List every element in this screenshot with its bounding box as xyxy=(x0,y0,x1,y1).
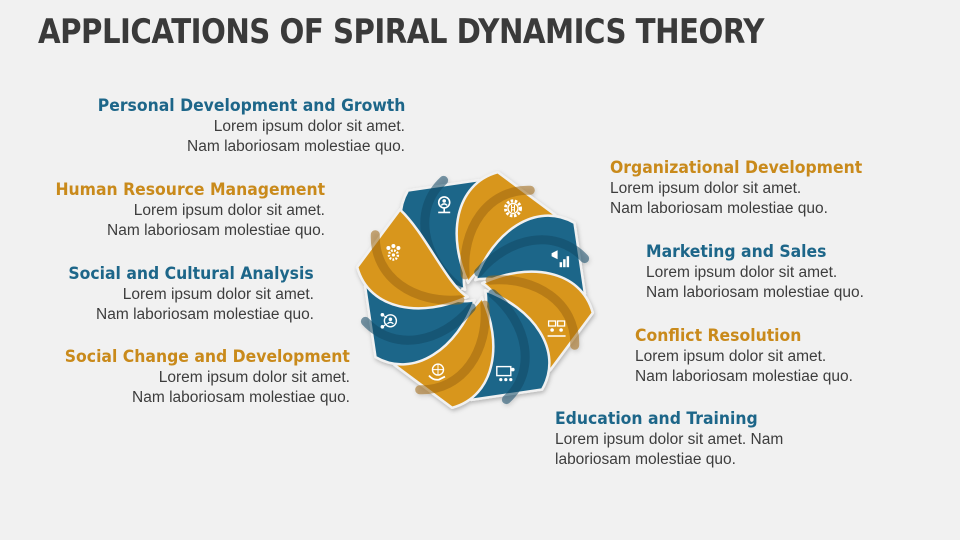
item-text-line: Lorem ipsum dolor sit amet. xyxy=(635,348,827,365)
item-text-line: Nam laboriosam molestiae quo. xyxy=(96,306,314,323)
item-text-line: laboriosam molestiae quo. xyxy=(555,451,736,468)
item-marketing-sales: Marketing and Sales Lorem ipsum dolor si… xyxy=(646,241,864,303)
item-text-line: Nam laboriosam molestiae quo. xyxy=(132,389,350,406)
item-social-change: Social Change and Development Lorem ipsu… xyxy=(40,346,350,408)
item-heading: Organizational Development xyxy=(610,158,863,178)
gear-ladder-icon xyxy=(504,199,522,218)
item-text-line: Lorem ipsum dolor sit amet. xyxy=(610,180,802,197)
spiral-blade-shade xyxy=(488,289,530,405)
item-organizational-development: Organizational Development Lorem ipsum d… xyxy=(610,157,884,219)
globe-hand-icon xyxy=(428,363,446,381)
item-heading: Conflict Resolution xyxy=(635,326,802,346)
spiral-blade-shade xyxy=(460,185,535,280)
spiral-blade-shade xyxy=(474,235,590,277)
item-text-line: Lorem ipsum dolor sit amet. xyxy=(213,118,405,135)
item-education-training: Education and Training Lorem ipsum dolor… xyxy=(555,408,783,470)
item-text-line: Lorem ipsum dolor sit amet. xyxy=(133,202,325,219)
item-heading: Social and Cultural Analysis xyxy=(68,264,314,284)
spiral-blade-shade xyxy=(415,300,490,395)
item-heading: Human Resource Management xyxy=(55,180,325,200)
item-text-line: Lorem ipsum dolor sit amet. xyxy=(158,369,350,386)
item-personal-development: Personal Development and Growth Lorem ip… xyxy=(71,95,405,157)
person-growth-icon xyxy=(437,196,451,214)
item-heading: Education and Training xyxy=(555,409,758,429)
spiral-blade-shade xyxy=(370,230,465,305)
item-conflict-resolution: Conflict Resolution Lorem ipsum dolor si… xyxy=(635,325,853,387)
classroom-icon xyxy=(496,365,515,382)
negotiation-icon xyxy=(547,320,566,337)
item-text-line: Nam laboriosam molestiae quo. xyxy=(187,138,405,155)
item-text-line: Lorem ipsum dolor sit amet. Nam xyxy=(555,431,784,448)
item-heading: Marketing and Sales xyxy=(646,242,827,262)
spiral-blade-shade xyxy=(360,303,476,345)
item-text-line: Nam laboriosam molestiae quo. xyxy=(107,222,325,239)
spiral-diagram xyxy=(355,170,595,410)
spiral-blade-8 xyxy=(355,208,469,310)
social-network-icon xyxy=(380,313,398,329)
item-text-line: Nam laboriosam molestiae quo. xyxy=(635,368,853,385)
item-heading: Personal Development and Growth xyxy=(97,96,405,116)
hr-team-icon xyxy=(386,244,401,261)
item-social-cultural: Social and Cultural Analysis Lorem ipsum… xyxy=(47,263,314,325)
item-human-resource: Human Resource Management Lorem ipsum do… xyxy=(32,179,325,241)
item-text-line: Nam laboriosam molestiae quo. xyxy=(646,284,864,301)
item-text-line: Lorem ipsum dolor sit amet. xyxy=(646,264,838,281)
item-text-line: Lorem ipsum dolor sit amet. xyxy=(122,286,314,303)
spiral-blade-shade xyxy=(485,275,580,350)
megaphone-chart-icon xyxy=(551,250,570,268)
page-title: APPLICATIONS OF SPIRAL DYNAMICS THEORY xyxy=(38,12,764,52)
item-heading: Social Change and Development xyxy=(64,347,350,367)
item-text-line: Nam laboriosam molestiae quo. xyxy=(610,200,828,217)
